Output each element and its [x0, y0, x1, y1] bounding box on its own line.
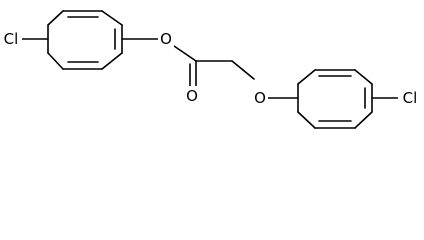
atom-cl-right: Cl	[398, 88, 422, 108]
oxygen-label: O	[186, 87, 198, 105]
bond	[354, 111, 373, 129]
bond	[231, 60, 255, 80]
bond	[354, 69, 373, 85]
bond	[47, 52, 64, 70]
oxygen-label: O	[254, 89, 266, 107]
bond	[47, 10, 64, 26]
atom-o-ester: O	[158, 30, 174, 48]
bond	[297, 111, 316, 129]
bond	[101, 52, 123, 70]
bond	[173, 45, 197, 62]
chlorine-label: Cl	[4, 30, 19, 48]
atom-o-carbonyl: O	[184, 86, 200, 105]
left-ring	[47, 10, 123, 70]
chlorine-label: Cl	[403, 89, 418, 107]
bond	[297, 69, 316, 85]
right-ring	[297, 69, 373, 129]
bond	[101, 10, 123, 26]
atom-o-ether: O	[252, 89, 268, 107]
atom-cl-left: Cl	[0, 29, 22, 49]
structural-formula: Cl O O O Cl	[0, 10, 422, 129]
oxygen-label: O	[160, 30, 172, 48]
